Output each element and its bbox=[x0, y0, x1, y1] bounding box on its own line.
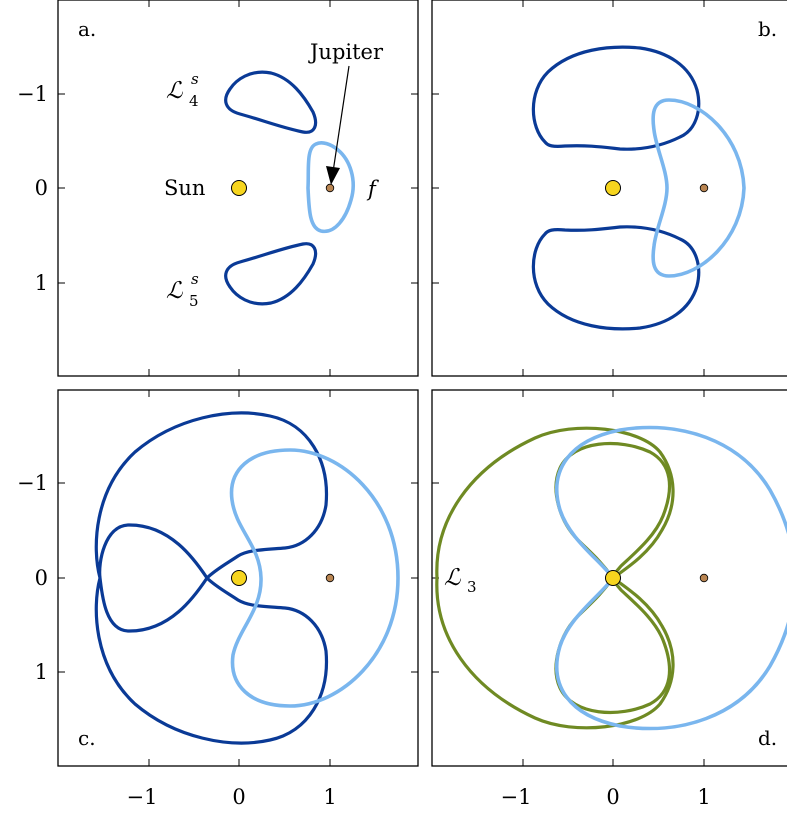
sun-marker bbox=[605, 180, 621, 196]
svg-text:ℒ: ℒ bbox=[166, 278, 183, 304]
panel-d-label: d. bbox=[758, 726, 777, 750]
jupiter-marker bbox=[699, 183, 709, 193]
l3-horseshoe-orbit bbox=[435, 426, 675, 730]
l4-long-period-orbit bbox=[531, 45, 701, 151]
panel-b-label: b. bbox=[758, 17, 777, 41]
y-tick-label: 1 bbox=[35, 660, 48, 684]
panel-c-ticks bbox=[58, 390, 418, 766]
panel-c-label: c. bbox=[78, 726, 96, 750]
jupiter-arrow-head bbox=[326, 166, 340, 185]
horseshoe-orbit bbox=[555, 425, 787, 731]
svg-text:4: 4 bbox=[189, 92, 199, 110]
panel-a: a. Jupiter Sun f ℒ s 4 ℒ s 5 bbox=[57, 0, 419, 377]
panel-a-ticks bbox=[58, 0, 418, 376]
jupiter-marker bbox=[325, 183, 335, 193]
panel-b: b. bbox=[431, 0, 787, 377]
y-tick-label: 1 bbox=[35, 271, 48, 295]
y-tick-label: −1 bbox=[17, 82, 48, 106]
jupiter-marker bbox=[699, 573, 709, 583]
combined-tadpole-orbit bbox=[94, 411, 329, 745]
horseshoe-orbit bbox=[229, 448, 400, 708]
sun-marker bbox=[231, 570, 247, 586]
sun-marker bbox=[605, 570, 621, 586]
y-tick-label: −1 bbox=[17, 471, 48, 495]
y-tick-label: 0 bbox=[35, 566, 48, 590]
y-tick-labels-bottom: −1 0 1 bbox=[17, 471, 48, 684]
horseshoe-orbit bbox=[651, 98, 746, 278]
y-tick-labels-top: −1 0 1 bbox=[17, 82, 48, 295]
l5-label: ℒ s 5 bbox=[166, 270, 199, 310]
jupiter-label: Jupiter bbox=[308, 40, 384, 64]
jupiter-marker bbox=[325, 573, 335, 583]
svg-text:ℒ: ℒ bbox=[444, 565, 461, 591]
jupiter-arrow-line bbox=[332, 65, 350, 173]
l4-short-period-orbit bbox=[224, 70, 318, 134]
x-tick-label: 1 bbox=[697, 785, 710, 809]
svg-text:s: s bbox=[191, 270, 199, 288]
x-tick-labels-right: −1 0 1 bbox=[501, 785, 711, 809]
x-tick-labels-left: −1 0 1 bbox=[127, 785, 337, 809]
x-tick-label: 0 bbox=[606, 785, 619, 809]
l5-short-period-orbit bbox=[224, 242, 318, 306]
svg-text:3: 3 bbox=[467, 578, 477, 596]
x-tick-label: −1 bbox=[501, 785, 532, 809]
x-tick-label: 1 bbox=[323, 785, 336, 809]
svg-text:s: s bbox=[191, 70, 199, 88]
panel-d: d. ℒ 3 bbox=[431, 389, 787, 767]
svg-text:ℒ: ℒ bbox=[166, 78, 183, 104]
sun-marker bbox=[231, 180, 247, 196]
panel-c: c. bbox=[57, 389, 419, 767]
f-label: f bbox=[366, 177, 379, 201]
l3-label: ℒ 3 bbox=[444, 565, 477, 596]
x-tick-label: 0 bbox=[232, 785, 245, 809]
x-tick-label: −1 bbox=[127, 785, 158, 809]
l4-label: ℒ s 4 bbox=[166, 70, 199, 110]
svg-text:5: 5 bbox=[189, 292, 199, 310]
sun-label: Sun bbox=[164, 176, 205, 200]
panel-a-label: a. bbox=[78, 17, 96, 41]
panel-b-ticks bbox=[432, 0, 705, 376]
l5-long-period-orbit bbox=[531, 225, 701, 331]
y-tick-label: 0 bbox=[35, 176, 48, 200]
